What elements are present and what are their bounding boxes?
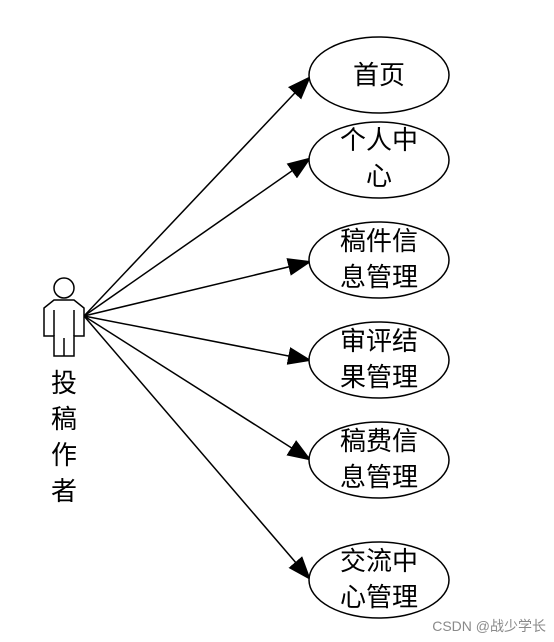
association-review-result	[83, 315, 312, 365]
use-case-manuscript-info-management: 稿件信 息管理	[308, 221, 450, 299]
use-case-label-line-2: 息管理	[340, 263, 418, 293]
use-case-label-line-1: 稿费信	[340, 427, 418, 457]
use-case-ellipse	[308, 121, 450, 199]
actor-name-line-2: 稿	[51, 405, 77, 435]
use-case-label-line-1: 个人中	[340, 126, 418, 156]
use-case-manuscript-fee-info-management: 稿费信 息管理	[308, 421, 450, 499]
use-case-label-line-1: 审评结	[340, 327, 418, 357]
use-cases: 首页 个人中 心 稿件信 息管理 审评结 果管理 稿费信 息管理 交流中 心管理	[308, 36, 450, 619]
use-case-label-line-2: 心管理	[340, 583, 418, 613]
use-case-label-line-2: 果管理	[340, 363, 418, 393]
association-manuscript-info	[83, 258, 312, 317]
use-case-label-line-1: 首页	[353, 61, 405, 91]
use-case-ellipse	[308, 321, 450, 399]
use-case-label-line-1: 稿件信	[340, 227, 418, 257]
use-case-ellipse	[308, 36, 450, 114]
actor-name-line-4: 者	[51, 477, 77, 507]
actor-author: 投 稿 作 者	[43, 277, 85, 507]
use-case-ellipse	[308, 421, 450, 499]
association-lines	[83, 75, 312, 581]
association-personal-center	[83, 157, 312, 317]
actor-name-line-1: 投	[51, 369, 77, 399]
use-case-ellipse	[308, 221, 450, 299]
use-case-personal-center: 个人中 心	[308, 121, 450, 199]
use-case-review-result-management: 审评结 果管理	[308, 321, 450, 399]
use-case-label-line-1: 交流中	[340, 547, 418, 577]
use-case-ellipse	[308, 541, 450, 619]
association-home	[83, 75, 312, 317]
actor-name-line-3: 作	[51, 441, 77, 471]
association-fee-info	[83, 315, 312, 461]
use-case-label-line-2: 息管理	[340, 463, 418, 493]
use-case-label-line-2: 心	[366, 162, 392, 192]
association-communication-center	[83, 315, 311, 581]
use-case-communication-center-management: 交流中 心管理	[308, 541, 450, 619]
use-case-home: 首页	[308, 36, 450, 114]
watermark: CSDN @战少学长	[432, 618, 546, 634]
actor-head	[53, 277, 75, 299]
